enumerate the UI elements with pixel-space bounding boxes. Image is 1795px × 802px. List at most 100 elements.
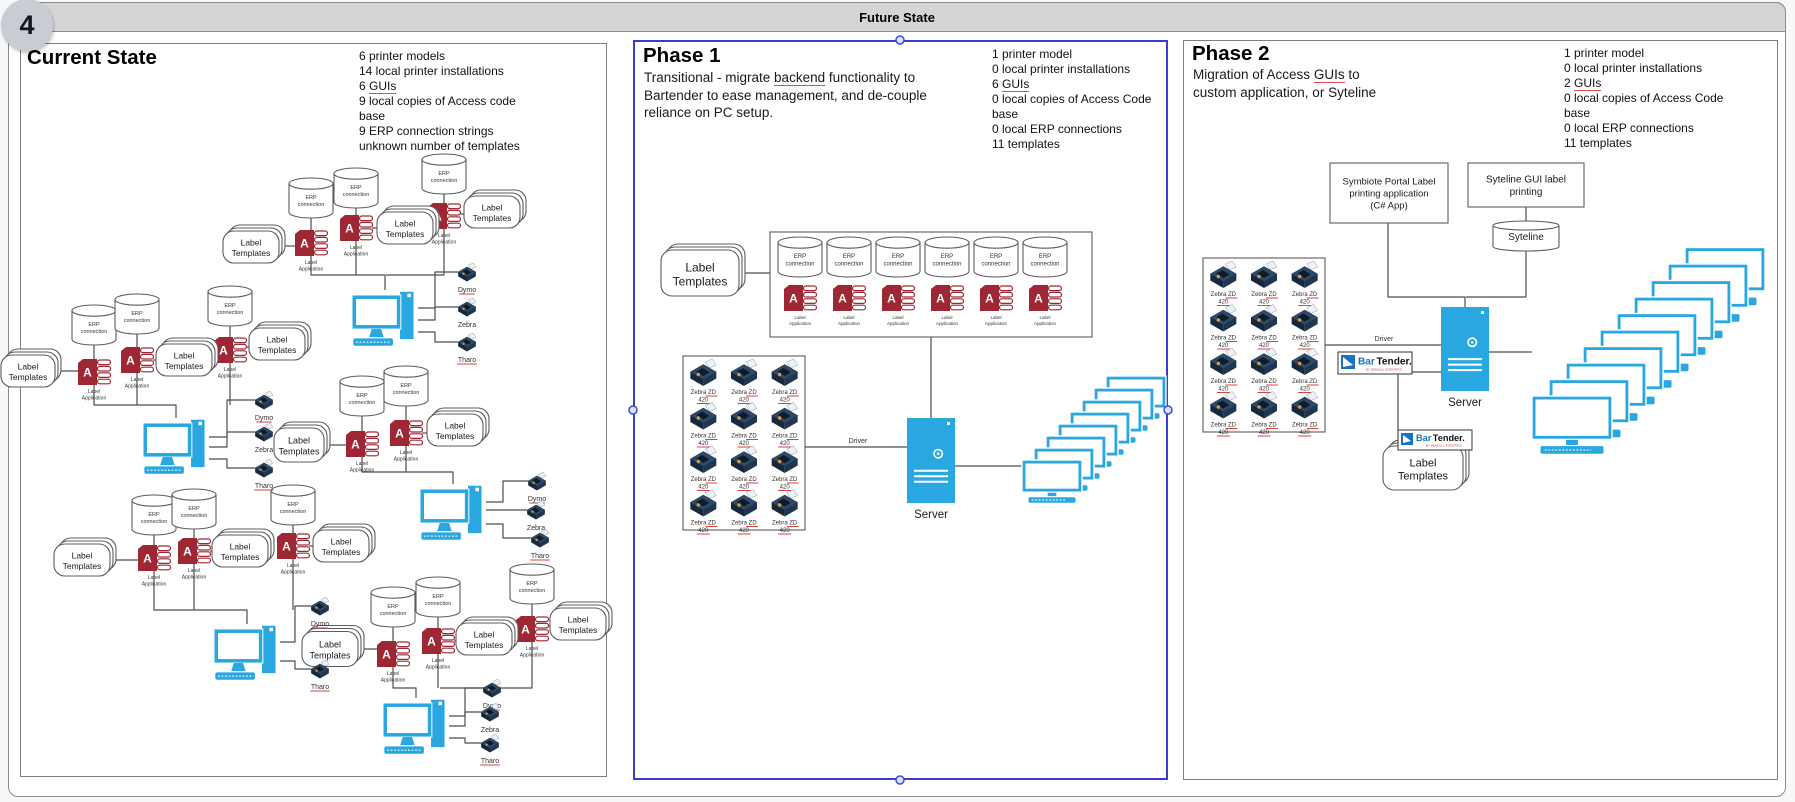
- page-number-badge[interactable]: 4: [1, 0, 53, 51]
- selection-handle[interactable]: [895, 35, 905, 45]
- connector[interactable]: [209, 431, 255, 448]
- connector[interactable]: [1397, 371, 1441, 430]
- printer-zebra[interactable]: Zebra: [254, 422, 274, 454]
- computer-stack[interactable]: [1021, 375, 1167, 504]
- connector[interactable]: [418, 271, 458, 309]
- workstation-computer[interactable]: [351, 290, 415, 346]
- connector[interactable]: [449, 687, 483, 717]
- connector[interactable]: [1466, 251, 1527, 298]
- connector[interactable]: [209, 458, 255, 469]
- printer-tharo[interactable]: Tharo: [530, 528, 550, 561]
- printer-dymo[interactable]: Dymo: [254, 390, 274, 423]
- connector[interactable]: [280, 605, 311, 643]
- syteline-db[interactable]: Syteline: [1492, 220, 1560, 252]
- printer-dymo[interactable]: Dymo: [527, 471, 547, 504]
- connector[interactable]: [280, 660, 311, 670]
- printer-zebra[interactable]: Zebra: [480, 702, 500, 734]
- connector[interactable]: [449, 711, 481, 727]
- connector[interactable]: [153, 571, 248, 624]
- connector[interactable]: [361, 457, 454, 484]
- connector[interactable]: [486, 480, 528, 503]
- server[interactable]: Server: [907, 418, 955, 521]
- connector[interactable]: [209, 399, 255, 438]
- selection-handle[interactable]: [895, 775, 905, 785]
- selection-handle[interactable]: [628, 405, 638, 415]
- connector[interactable]: [418, 331, 458, 343]
- workstation-computer[interactable]: [419, 484, 483, 540]
- printer-tharo[interactable]: Tharo: [457, 332, 477, 365]
- printer-tharo[interactable]: Tharo: [310, 659, 330, 692]
- workstation-computer[interactable]: [142, 418, 206, 474]
- connector[interactable]: [310, 256, 386, 290]
